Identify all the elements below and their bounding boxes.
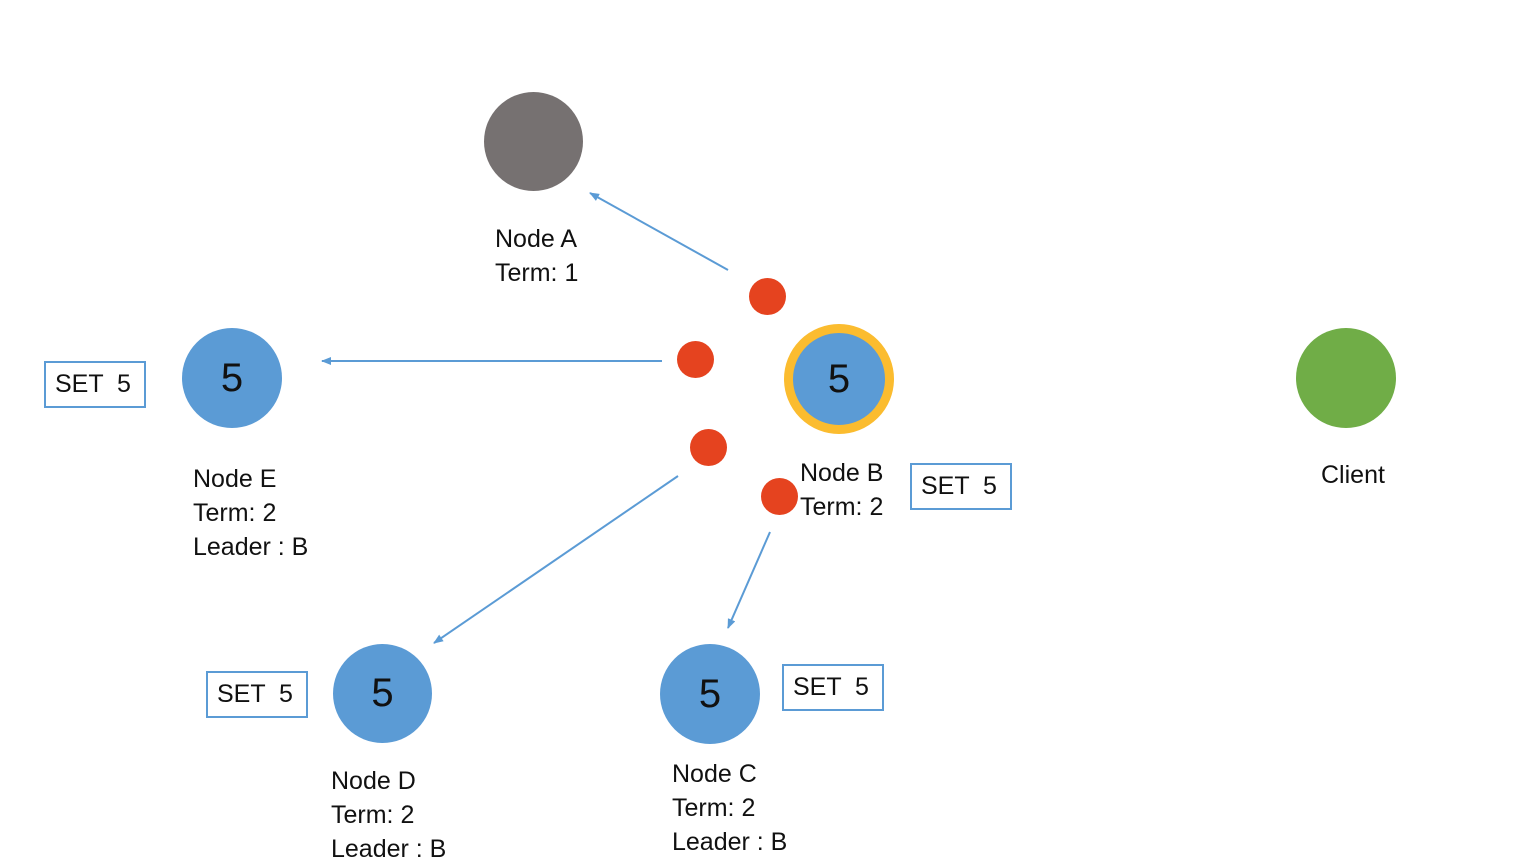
node-c-circle: 5 — [660, 644, 760, 744]
arrow-to-node-d — [433, 475, 679, 644]
node-e-name: Node E — [193, 465, 277, 493]
node-b-name: Node B — [800, 459, 884, 487]
node-b-log-entry: SET 5 — [910, 463, 1012, 510]
node-d-term: Term: 2 — [331, 801, 415, 829]
node-b-value: 5 — [827, 356, 851, 401]
message-dot-to-d — [690, 429, 727, 466]
node-d-log-entry: SET 5 — [206, 671, 308, 718]
node-b-term: Term: 2 — [800, 493, 884, 521]
node-d-leader: Leader : B — [331, 835, 447, 863]
node-a-label: Node A Term: 1 — [495, 222, 578, 290]
node-e-term: Term: 2 — [193, 499, 277, 527]
node-c-term: Term: 2 — [672, 794, 756, 822]
message-dot-to-a — [749, 278, 786, 315]
node-a-term: Term: 1 — [495, 259, 579, 287]
node-d-name: Node D — [331, 767, 416, 795]
node-c-value: 5 — [698, 671, 722, 716]
node-e-leader: Leader : B — [193, 533, 309, 561]
node-d-circle: 5 — [333, 644, 432, 743]
node-a-circle — [484, 92, 583, 191]
node-d-label: Node D Term: 2 Leader : B — [331, 764, 446, 866]
node-b-circle: 5 — [784, 324, 894, 434]
node-d-value: 5 — [371, 671, 394, 715]
arrow-to-node-c — [727, 531, 771, 629]
node-e-circle: 5 — [182, 328, 282, 428]
message-dot-to-e — [677, 341, 714, 378]
node-e-value: 5 — [220, 355, 244, 400]
node-c-label: Node C Term: 2 Leader : B — [672, 757, 787, 859]
client-circle — [1296, 328, 1396, 428]
node-c-name: Node C — [672, 760, 757, 788]
client-label: Client — [1321, 461, 1385, 489]
node-e-log-entry: SET 5 — [44, 361, 146, 408]
node-b-label: Node B Term: 2 — [800, 456, 883, 524]
arrow-to-node-a — [589, 192, 729, 271]
message-dot-to-c — [761, 478, 798, 515]
node-c-log-entry: SET 5 — [782, 664, 884, 711]
node-e-label: Node E Term: 2 Leader : B — [193, 462, 308, 564]
node-a-name: Node A — [495, 225, 578, 253]
node-c-leader: Leader : B — [672, 828, 788, 856]
